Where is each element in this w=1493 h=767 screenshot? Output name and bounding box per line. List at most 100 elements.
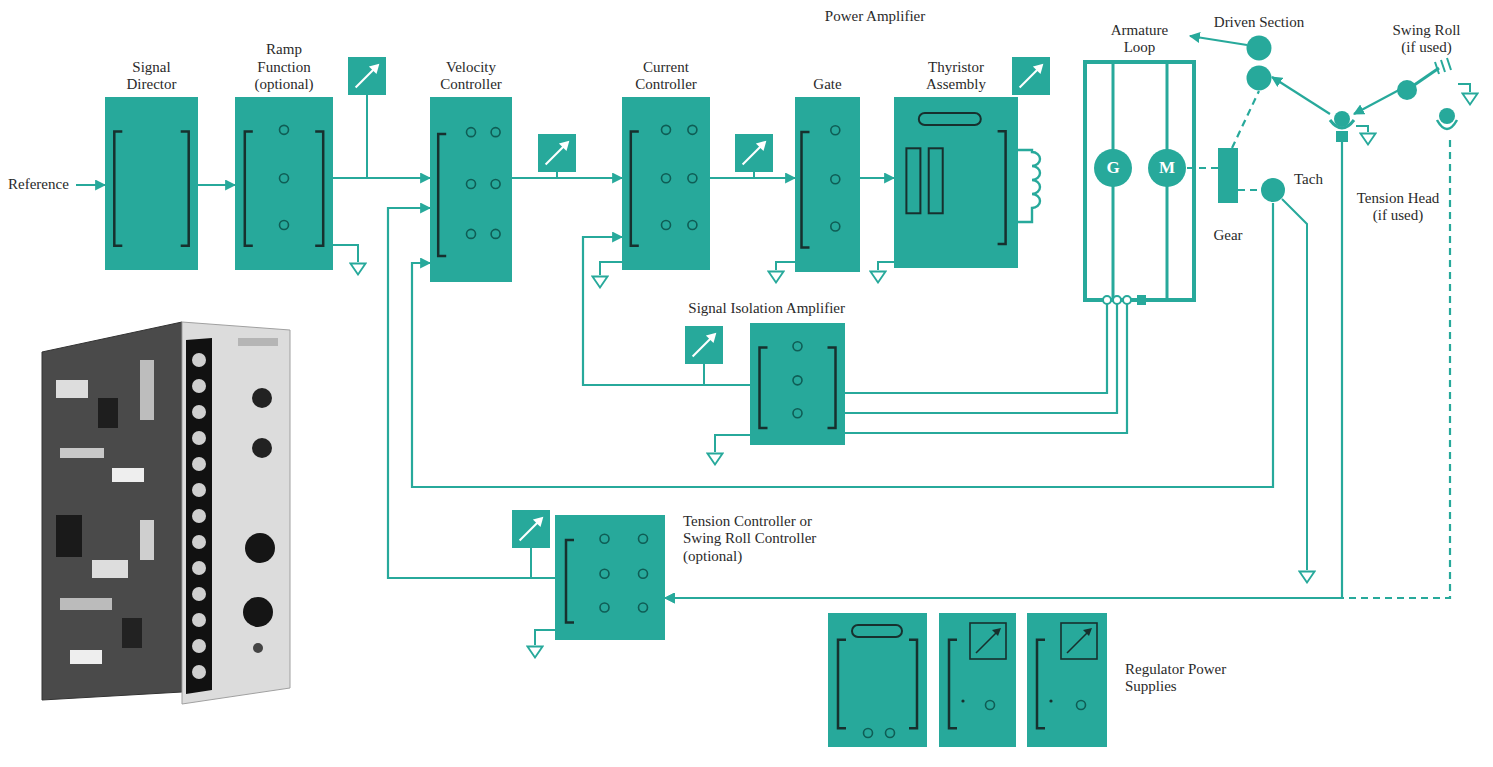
node-label: Regulator Power Supplies [1125, 661, 1235, 696]
node-label: Velocity Controller [426, 59, 516, 94]
caption: Tach [1294, 171, 1344, 188]
card-body [795, 97, 860, 272]
node-label: M [1159, 158, 1175, 178]
adjust-pot [280, 174, 289, 183]
supply-card [828, 613, 927, 747]
caption: Driven Section [1194, 14, 1324, 31]
module-card: Current Controller [622, 97, 710, 270]
auxiliary-wire [1282, 199, 1307, 570]
node-label: Tach [1294, 171, 1344, 188]
ground-symbol [1300, 572, 1315, 583]
swing-roll: Swing Roll (if used) [1395, 60, 1458, 140]
machine-circle [1148, 149, 1186, 187]
ground-symbol [351, 94, 1478, 658]
card-body [430, 97, 512, 282]
adjust-pot [688, 221, 697, 230]
supply-card [1027, 613, 1107, 747]
supply-card [939, 613, 1016, 747]
caption: Ramp Function (optional) [244, 41, 324, 93]
group-label: Power Amplifier [790, 8, 960, 25]
motor-circle: M [1147, 148, 1187, 188]
label-box: Power Amplifier [790, 8, 960, 25]
node-label: Driven Section [1194, 14, 1324, 31]
card-photo [56, 380, 88, 398]
card-photo [192, 509, 206, 523]
node-label: Gate [798, 76, 858, 93]
card-photo [192, 483, 206, 497]
meter-icon [538, 134, 576, 172]
card-photo [192, 665, 206, 679]
auxiliary-wire [76, 36, 1470, 645]
card-photo [245, 533, 275, 563]
indicator-dot [961, 699, 964, 702]
card-body [235, 97, 333, 270]
signal-wire [845, 302, 1127, 433]
driven-rolls: Driven Section [1246, 35, 1272, 91]
swing-roll-drawing [1395, 60, 1458, 140]
card-photo [122, 618, 142, 648]
panel-meter [1083, 628, 1092, 636]
adjust-pot [491, 179, 500, 188]
auxiliary-wire [776, 262, 795, 270]
signal-wire [198, 184, 235, 186]
adjust-pot [600, 569, 609, 578]
card-body [1218, 148, 1238, 203]
card-photo [140, 360, 154, 420]
signal-wire [1232, 91, 1259, 148]
card-photo [252, 388, 272, 408]
node-label: Ramp Function (optional) [244, 41, 324, 93]
node-label: Gear [1203, 227, 1253, 244]
card-photo [192, 639, 206, 653]
adjust-pot [491, 229, 500, 238]
card-photo [42, 322, 290, 704]
driven-rolls-drawing [1246, 35, 1272, 91]
adjust-pot [600, 534, 609, 543]
card-photo [186, 338, 212, 694]
card-photo [252, 438, 272, 458]
ground-symbol [528, 647, 543, 658]
generator-circle: G [1093, 148, 1133, 188]
signal-wire [665, 140, 1450, 598]
card-photo [140, 520, 154, 560]
adjust-pot [1077, 701, 1086, 710]
card-bracket [949, 640, 957, 728]
module-card-drawing [750, 323, 845, 445]
tach-circle: Tach [1260, 177, 1286, 203]
signal-wire [512, 177, 622, 179]
signal-wire [1354, 90, 1399, 114]
card-photo [70, 650, 102, 664]
adjust-pot [491, 128, 500, 137]
node-label: Signal Isolation Amplifier [605, 300, 845, 317]
adjust-pot [639, 603, 648, 612]
thyristor-card-drawing [894, 97, 1018, 268]
adjust-pot [986, 701, 995, 710]
module-card-drawing [795, 97, 860, 272]
ground-symbol [1463, 94, 1478, 105]
adjust-pot [831, 126, 840, 135]
panel-meter [1067, 632, 1088, 653]
thyristor-cell [906, 148, 920, 213]
module-card-drawing [622, 97, 710, 270]
card-photo [182, 322, 290, 704]
card-photo [192, 405, 206, 419]
signal-wire [860, 177, 894, 179]
thyristor-cell [929, 148, 943, 213]
meter-icon [512, 510, 550, 548]
card-photo [192, 613, 206, 627]
auxiliary-wire [878, 262, 894, 270]
ground-symbol [708, 454, 723, 465]
auxiliary-wire [1458, 84, 1470, 92]
indicator-dot [1049, 699, 1052, 702]
card-photo [60, 598, 112, 610]
card-bracket [828, 347, 836, 428]
signal-wire [710, 177, 795, 179]
caption: Gate [798, 76, 858, 93]
adjust-pot [831, 222, 840, 231]
card-photo [112, 468, 144, 482]
shunt-block [1137, 295, 1146, 305]
card-photo [192, 431, 206, 445]
swing-roll-body [1397, 80, 1417, 100]
card-photo [42, 322, 182, 700]
